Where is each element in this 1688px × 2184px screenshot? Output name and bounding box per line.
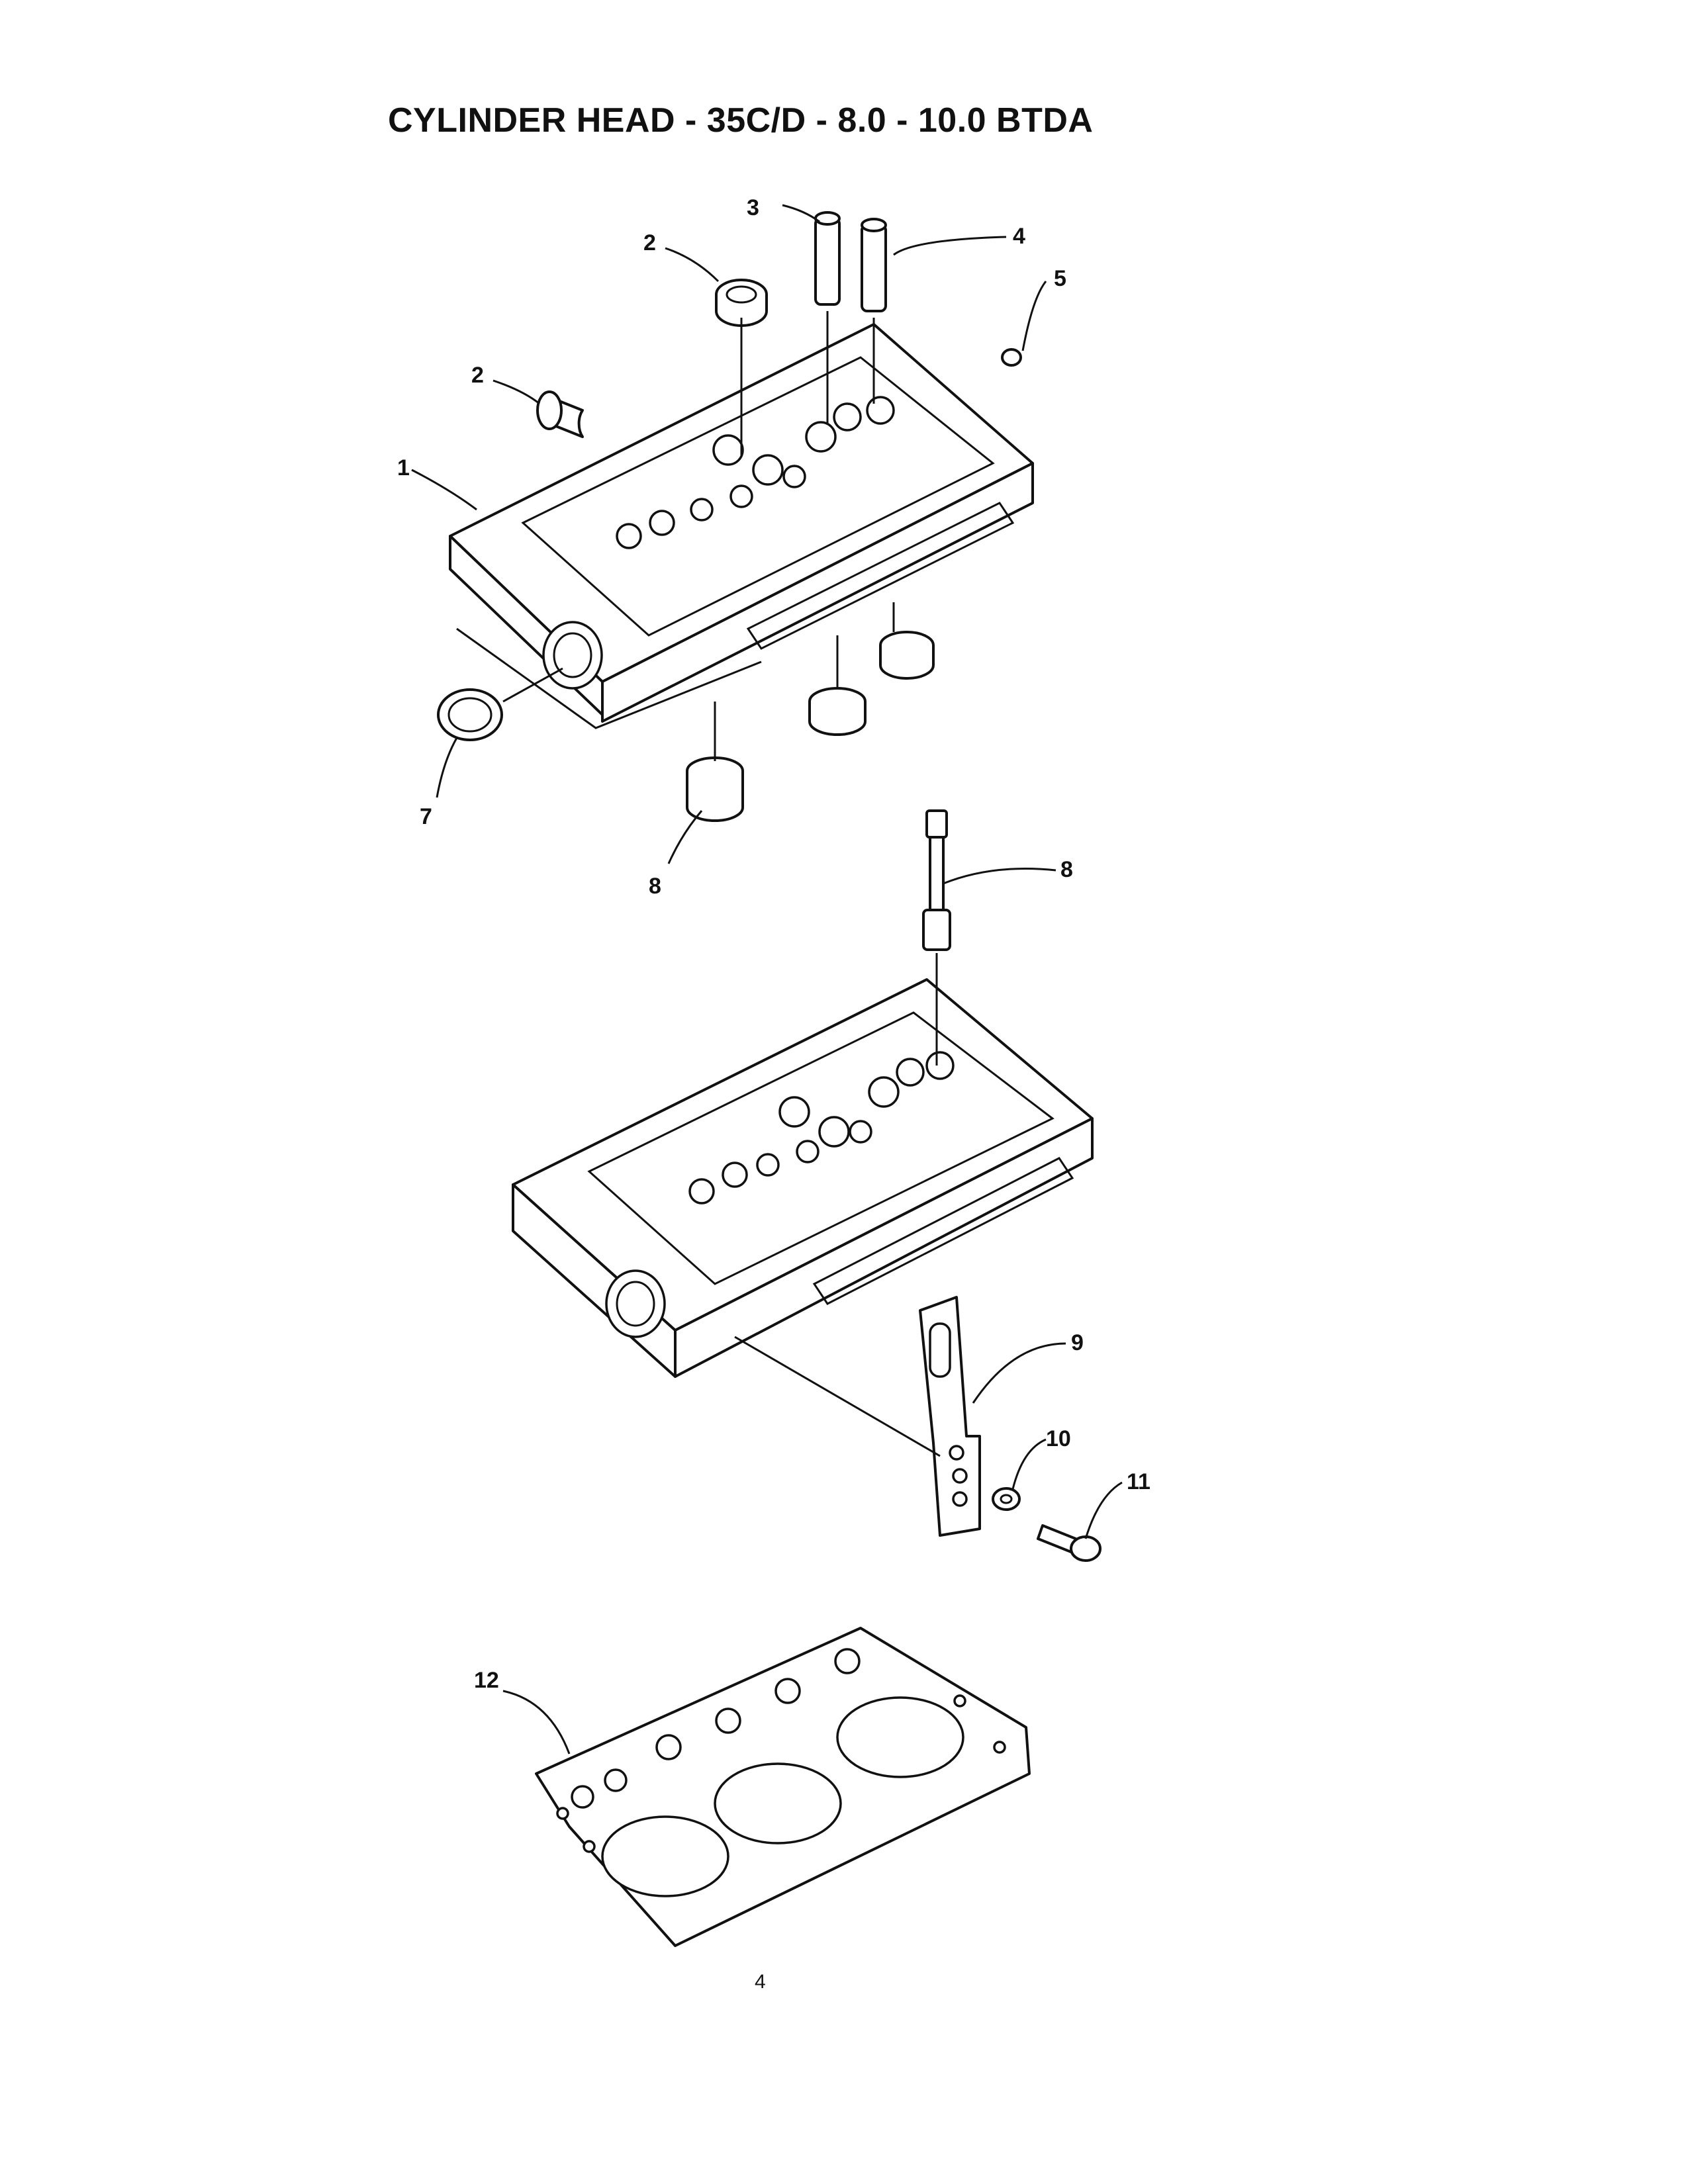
valve-guide-4 [861, 218, 887, 312]
cylinder-head-lower [512, 978, 1094, 1378]
callout-2-left: 2 [471, 363, 484, 388]
plug-2-left [536, 390, 584, 438]
callout-9: 9 [1071, 1330, 1084, 1355]
callout-11: 11 [1127, 1469, 1150, 1494]
head-gasket-12 [535, 1627, 1031, 1947]
valve-guide-3 [814, 211, 841, 306]
bolt-11 [1037, 1524, 1102, 1562]
cup-6-middle [808, 687, 867, 736]
callout-1: 1 [397, 455, 410, 480]
callout-4: 4 [1013, 224, 1025, 249]
cup-6-rear [879, 631, 935, 680]
callout-12: 12 [474, 1668, 499, 1693]
washer-10 [992, 1487, 1021, 1511]
callout-8: 8 [1060, 857, 1073, 882]
callout-2-top: 2 [643, 230, 656, 255]
callout-10: 10 [1046, 1426, 1071, 1451]
cup-6-front [686, 756, 744, 822]
callout-7: 7 [420, 804, 432, 829]
callout-6: 8 [649, 874, 661, 899]
callout-3: 3 [747, 195, 759, 220]
callout-5: 5 [1054, 266, 1066, 291]
callout-labels: 1 2 2 3 4 5 8 7 8 9 10 11 12 [397, 195, 1150, 1693]
stud-8 [922, 809, 951, 951]
lifting-bracket-9 [919, 1296, 981, 1537]
plug-5 [1001, 348, 1022, 367]
cylinder-head-upper [449, 323, 1034, 729]
page-number: 4 [755, 1971, 766, 1993]
callout-leaders [411, 204, 1123, 1754]
page-title: CYLINDER HEAD - 35C/D - 8.0 - 10.0 BTDA [388, 101, 1094, 140]
plug-2-upper [715, 279, 768, 327]
seal-7 [437, 688, 503, 741]
